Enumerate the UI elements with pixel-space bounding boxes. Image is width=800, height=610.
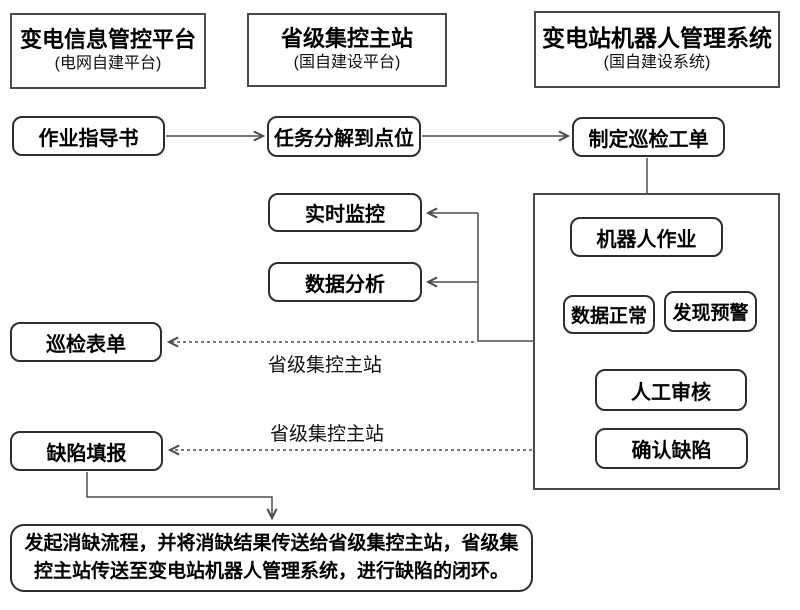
node-create-order: 制定巡检工单 [572,117,725,157]
header-subtitle: (国自建设系统) [603,53,711,71]
node-alarm-found: 发现预警 [664,291,757,332]
connector-system-to-left [477,213,533,342]
node-realtime-monitor: 实时监控 [268,193,422,232]
header-title: 省级集控主站 [280,26,413,52]
header-subtitle: (电网自建平台) [54,54,162,72]
flow-label-provincial-station-1: 省级集控主站 [268,355,383,376]
node-data-normal: 数据正常 [563,295,655,334]
header-title: 变电信息管控平台 [19,27,196,53]
header-robot-management-system: 变电站机器人管理系统 (国自建设系统) [534,11,780,88]
node-data-analysis: 数据分析 [268,262,422,302]
node-confirm-defect: 确认缺陷 [595,428,748,469]
header-title: 变电站机器人管理系统 [542,25,772,52]
header-subtitle: (国自建设平台) [293,53,401,71]
header-provincial-master-station: 省级集控主站 (国自建设平台) [247,13,447,87]
header-substation-info-platform: 变电信息管控平台 (电网自建平台) [10,13,206,89]
node-task-decompose: 任务分解到点位 [267,116,421,157]
node-work-guide: 作业指导书 [12,116,165,156]
node-inspection-form: 巡检表单 [10,322,162,362]
closure-note-box: 发起消缺流程，并将消缺结果传送给省级集控主站，省级集控主站传送至变电站机器人管理… [10,524,533,592]
flow-label-provincial-station-2: 省级集控主站 [270,424,385,445]
node-defect-report: 缺陷填报 [10,431,163,471]
node-robot-work: 机器人作业 [570,217,723,257]
arrow-defect-to-note [86,472,272,518]
node-manual-review: 人工审核 [595,369,747,411]
